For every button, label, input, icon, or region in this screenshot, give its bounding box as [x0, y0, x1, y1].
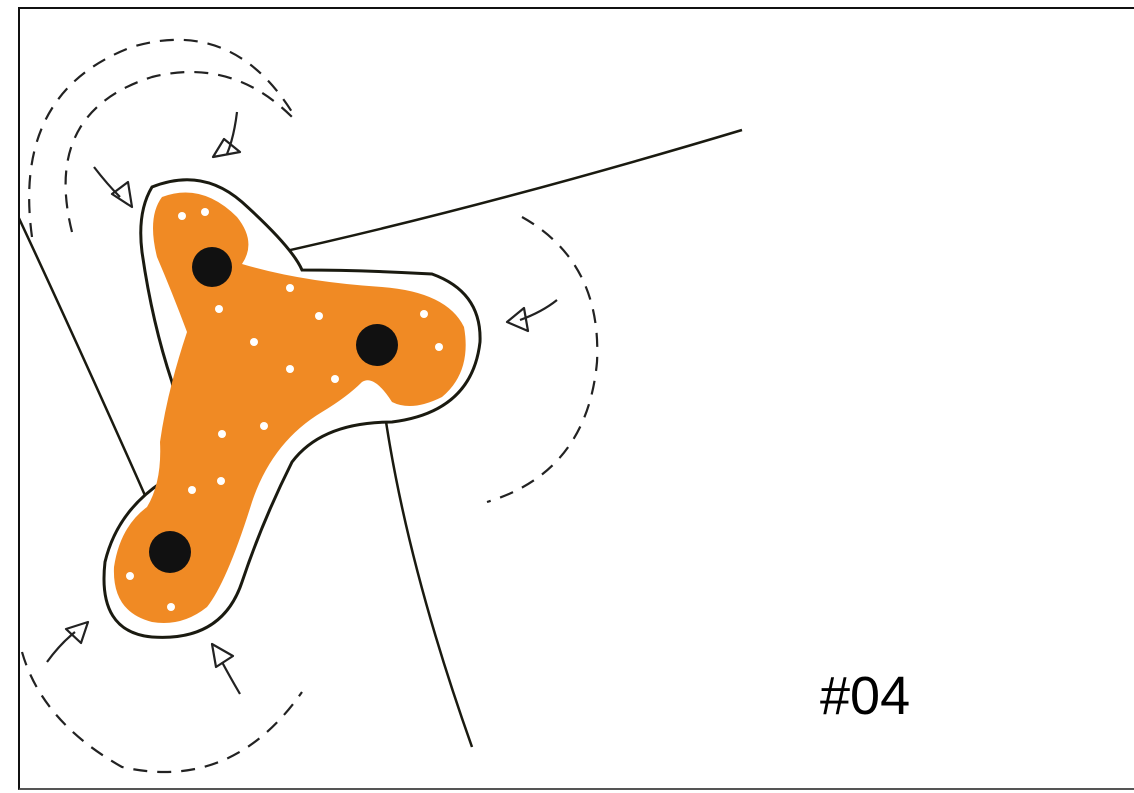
dot — [167, 603, 175, 611]
dot — [126, 572, 134, 580]
inward-arrow — [47, 622, 88, 662]
dashed-arc — [487, 217, 597, 502]
anchor-dot — [356, 324, 398, 366]
diagram-number-label: #04 — [820, 669, 910, 723]
dot — [218, 430, 226, 438]
dot — [215, 305, 223, 313]
dot — [188, 486, 196, 494]
dot — [435, 343, 443, 351]
dot — [260, 422, 268, 430]
dot — [250, 338, 258, 346]
dashed-arc — [22, 652, 302, 772]
tension-lines — [20, 130, 742, 747]
dot — [178, 212, 186, 220]
dot — [201, 208, 209, 216]
anchor-dot — [149, 531, 191, 573]
dot — [420, 310, 428, 318]
sketch-canvas — [20, 9, 1134, 790]
dot — [286, 365, 294, 373]
anchor-dot — [192, 247, 232, 287]
inward-arrow — [94, 167, 132, 207]
inward-arrow — [213, 112, 240, 157]
inward-arrow — [212, 644, 240, 694]
dot — [217, 477, 225, 485]
dot — [331, 375, 339, 383]
tension-line — [212, 130, 742, 267]
inward-arrow — [507, 300, 557, 331]
sketch-frame: #04 — [18, 7, 1134, 790]
dot — [286, 284, 294, 292]
dot — [315, 312, 323, 320]
